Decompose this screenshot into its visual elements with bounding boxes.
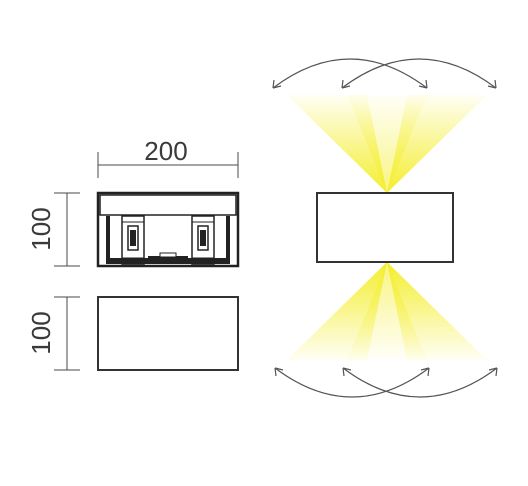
height-dimension-top: 100 xyxy=(26,192,80,267)
width-label: 200 xyxy=(144,136,187,166)
fixture-front-view xyxy=(97,296,239,371)
width-dimension: 200 xyxy=(97,136,239,178)
height-dimension-bottom: 100 xyxy=(26,296,80,371)
fixture-side-view xyxy=(316,192,454,263)
rotation-arrows-bottom xyxy=(274,367,498,398)
rotation-arrows-top xyxy=(272,58,497,89)
fixture-section-view xyxy=(96,191,240,268)
light-beams-up xyxy=(287,95,487,193)
light-beams-down xyxy=(287,262,487,360)
height-top-label: 100 xyxy=(26,207,56,250)
height-bottom-label: 100 xyxy=(26,311,56,354)
